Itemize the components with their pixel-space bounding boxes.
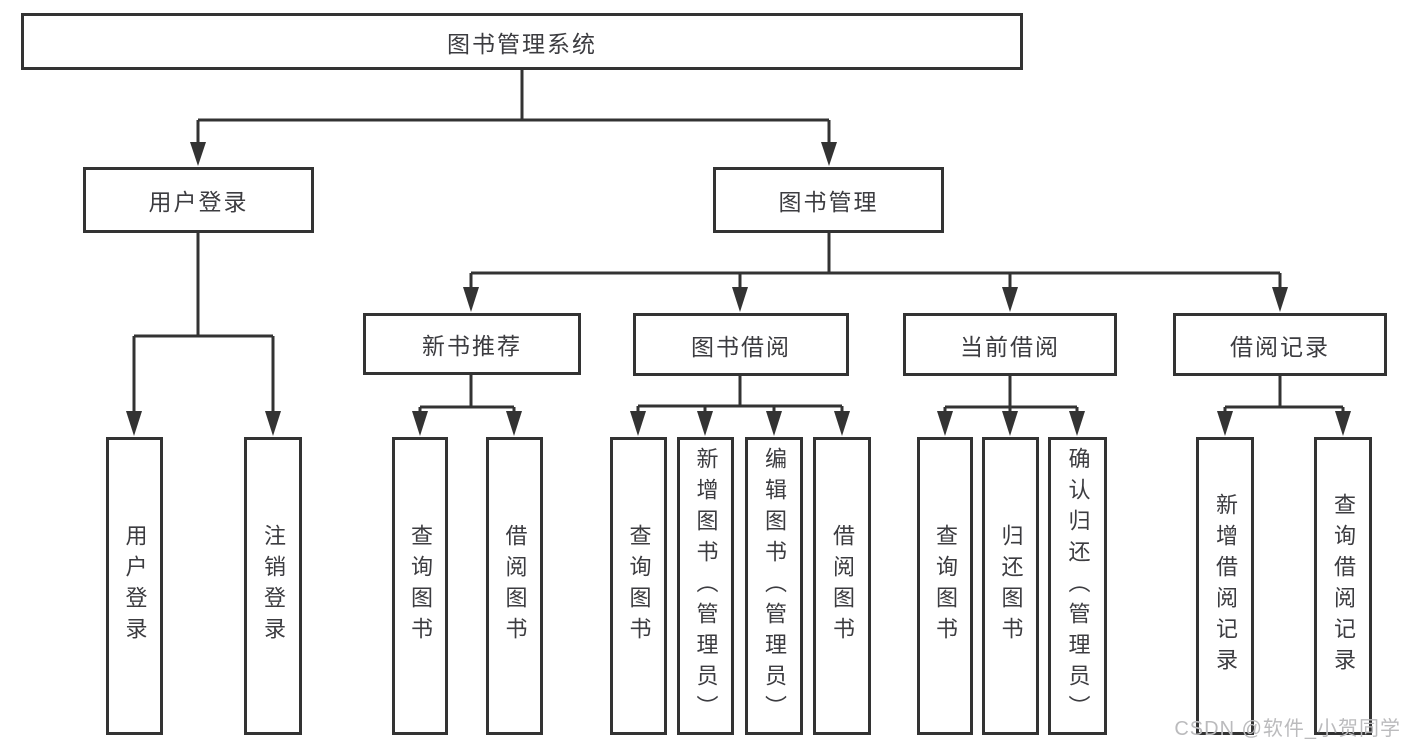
arrow-down-icon [463,287,479,312]
arrow-down-icon [766,411,782,436]
leaf-edit-books-admin: 编辑图书（管理员） [745,437,803,735]
arrow-down-icon [190,142,206,166]
arrow-down-icon [1002,411,1018,436]
leaf-label: 借阅图书 [830,524,855,648]
leaf-add-books-admin: 新增图书（管理员） [677,437,734,735]
connector-new-rec-leaves [412,375,522,436]
leaf-add-borrow-record: 新增借阅记录 [1196,437,1254,735]
leaf-label: 确认归还（管理员） [1065,446,1091,726]
connector-user-login-group [126,233,281,436]
leaf-borrow-books-2: 借阅图书 [813,437,871,735]
leaf-query-books-1: 查询图书 [392,437,448,735]
node-records-label: 借阅记录 [1230,333,1330,360]
connector-borrow-leaves [630,376,850,436]
arrow-down-icon [937,411,953,436]
arrow-down-icon [412,411,428,436]
arrow-down-icon [834,411,850,436]
leaf-query-books-3: 查询图书 [917,437,973,735]
connector-book-mgmt-group [463,232,1288,312]
node-new-rec: 新书推荐 [363,313,581,375]
leaf-user-login: 用户登录 [106,437,163,735]
leaf-label: 查询借阅记录 [1331,493,1356,679]
node-user-login-label: 用户登录 [148,189,249,215]
node-borrow-label: 图书借阅 [691,333,791,360]
leaf-confirm-return-admin: 确认归还（管理员） [1048,437,1107,735]
leaf-label: 借阅图书 [502,524,528,648]
leaf-label: 新增借阅记录 [1213,493,1238,679]
connector-root [190,69,837,166]
node-root: 图书管理系统 [21,13,1023,70]
node-new-rec-label: 新书推荐 [422,333,522,359]
node-book-mgmt-label: 图书管理 [778,189,879,215]
node-root-label: 图书管理系统 [447,30,597,57]
arrow-down-icon [1335,411,1351,436]
leaf-label: 用户登录 [122,524,148,648]
node-records: 借阅记录 [1173,313,1387,376]
leaf-label: 查询图书 [933,524,958,648]
leaf-return-books: 归还图书 [982,437,1039,735]
arrow-down-icon [1002,287,1018,312]
leaf-borrow-books-1: 借阅图书 [486,437,543,735]
connector-records-leaves [1217,376,1351,436]
arrow-down-icon [1217,411,1233,436]
node-book-mgmt: 图书管理 [713,167,944,233]
leaf-label: 编辑图书（管理员） [762,446,787,726]
arrow-down-icon [265,411,281,436]
arrow-down-icon [697,411,713,436]
arrow-down-icon [126,411,142,436]
arrow-down-icon [1069,411,1085,436]
arrow-down-icon [1272,287,1288,312]
leaf-logout: 注销登录 [244,437,302,735]
arrow-down-icon [732,287,748,312]
leaf-label: 新增图书（管理员） [693,446,719,726]
connector-current-leaves [937,376,1085,436]
node-current: 当前借阅 [903,313,1117,376]
arrow-down-icon [821,142,837,166]
leaf-label: 归还图书 [998,524,1024,648]
node-current-label: 当前借阅 [960,333,1060,360]
csdn-watermark: CSDN @软件_小贺同学 [1174,718,1401,740]
node-user-login: 用户登录 [83,167,314,233]
leaf-label: 注销登录 [261,524,286,648]
leaf-query-books-2: 查询图书 [610,437,667,735]
leaf-query-borrow-record: 查询借阅记录 [1314,437,1372,735]
arrow-down-icon [630,411,646,436]
node-borrow: 图书借阅 [633,313,849,376]
leaf-label: 查询图书 [626,524,652,648]
leaf-label: 查询图书 [408,524,433,648]
arrow-down-icon [506,411,522,436]
